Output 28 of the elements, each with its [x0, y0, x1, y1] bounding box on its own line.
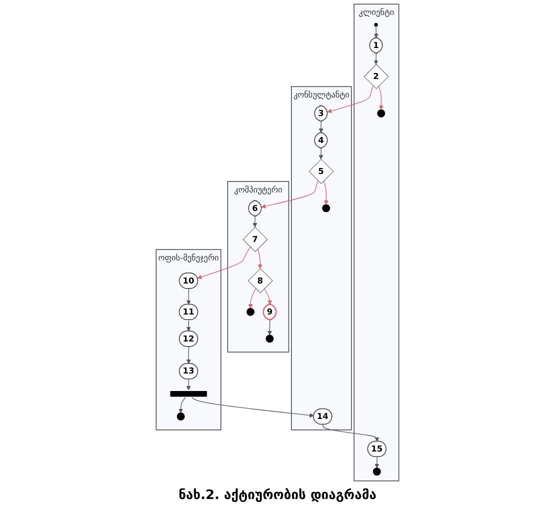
arrow: [186, 288, 191, 305]
arrow: [257, 248, 262, 269]
arrow: [374, 52, 378, 65]
arrow: [267, 320, 272, 336]
node-diamond: 7: [242, 226, 268, 252]
arrow: [248, 288, 256, 309]
node-diamond: 2: [364, 64, 389, 90]
node-diamond: 5: [308, 158, 334, 184]
arrow: [318, 121, 324, 133]
arrow: [318, 148, 324, 160]
arrow: [178, 397, 186, 414]
arrow: [192, 397, 314, 418]
arrow: [264, 288, 272, 305]
arrow: [322, 424, 380, 442]
arrow: [186, 346, 191, 364]
node-diamond: 8: [248, 268, 273, 294]
arrow: [374, 26, 378, 38]
node-circle: [374, 22, 378, 27]
arrow: [378, 86, 384, 110]
arrow: [186, 378, 191, 390]
arrow: [261, 180, 318, 208]
arrow: [252, 216, 258, 228]
figure-caption: ნახ.2. აქტიურობის დიაგრამა: [178, 487, 376, 505]
arrow: [186, 320, 191, 332]
arrow: [374, 456, 380, 468]
arrow: [327, 85, 374, 114]
arrow: [323, 180, 328, 205]
arrow: [197, 246, 251, 280]
